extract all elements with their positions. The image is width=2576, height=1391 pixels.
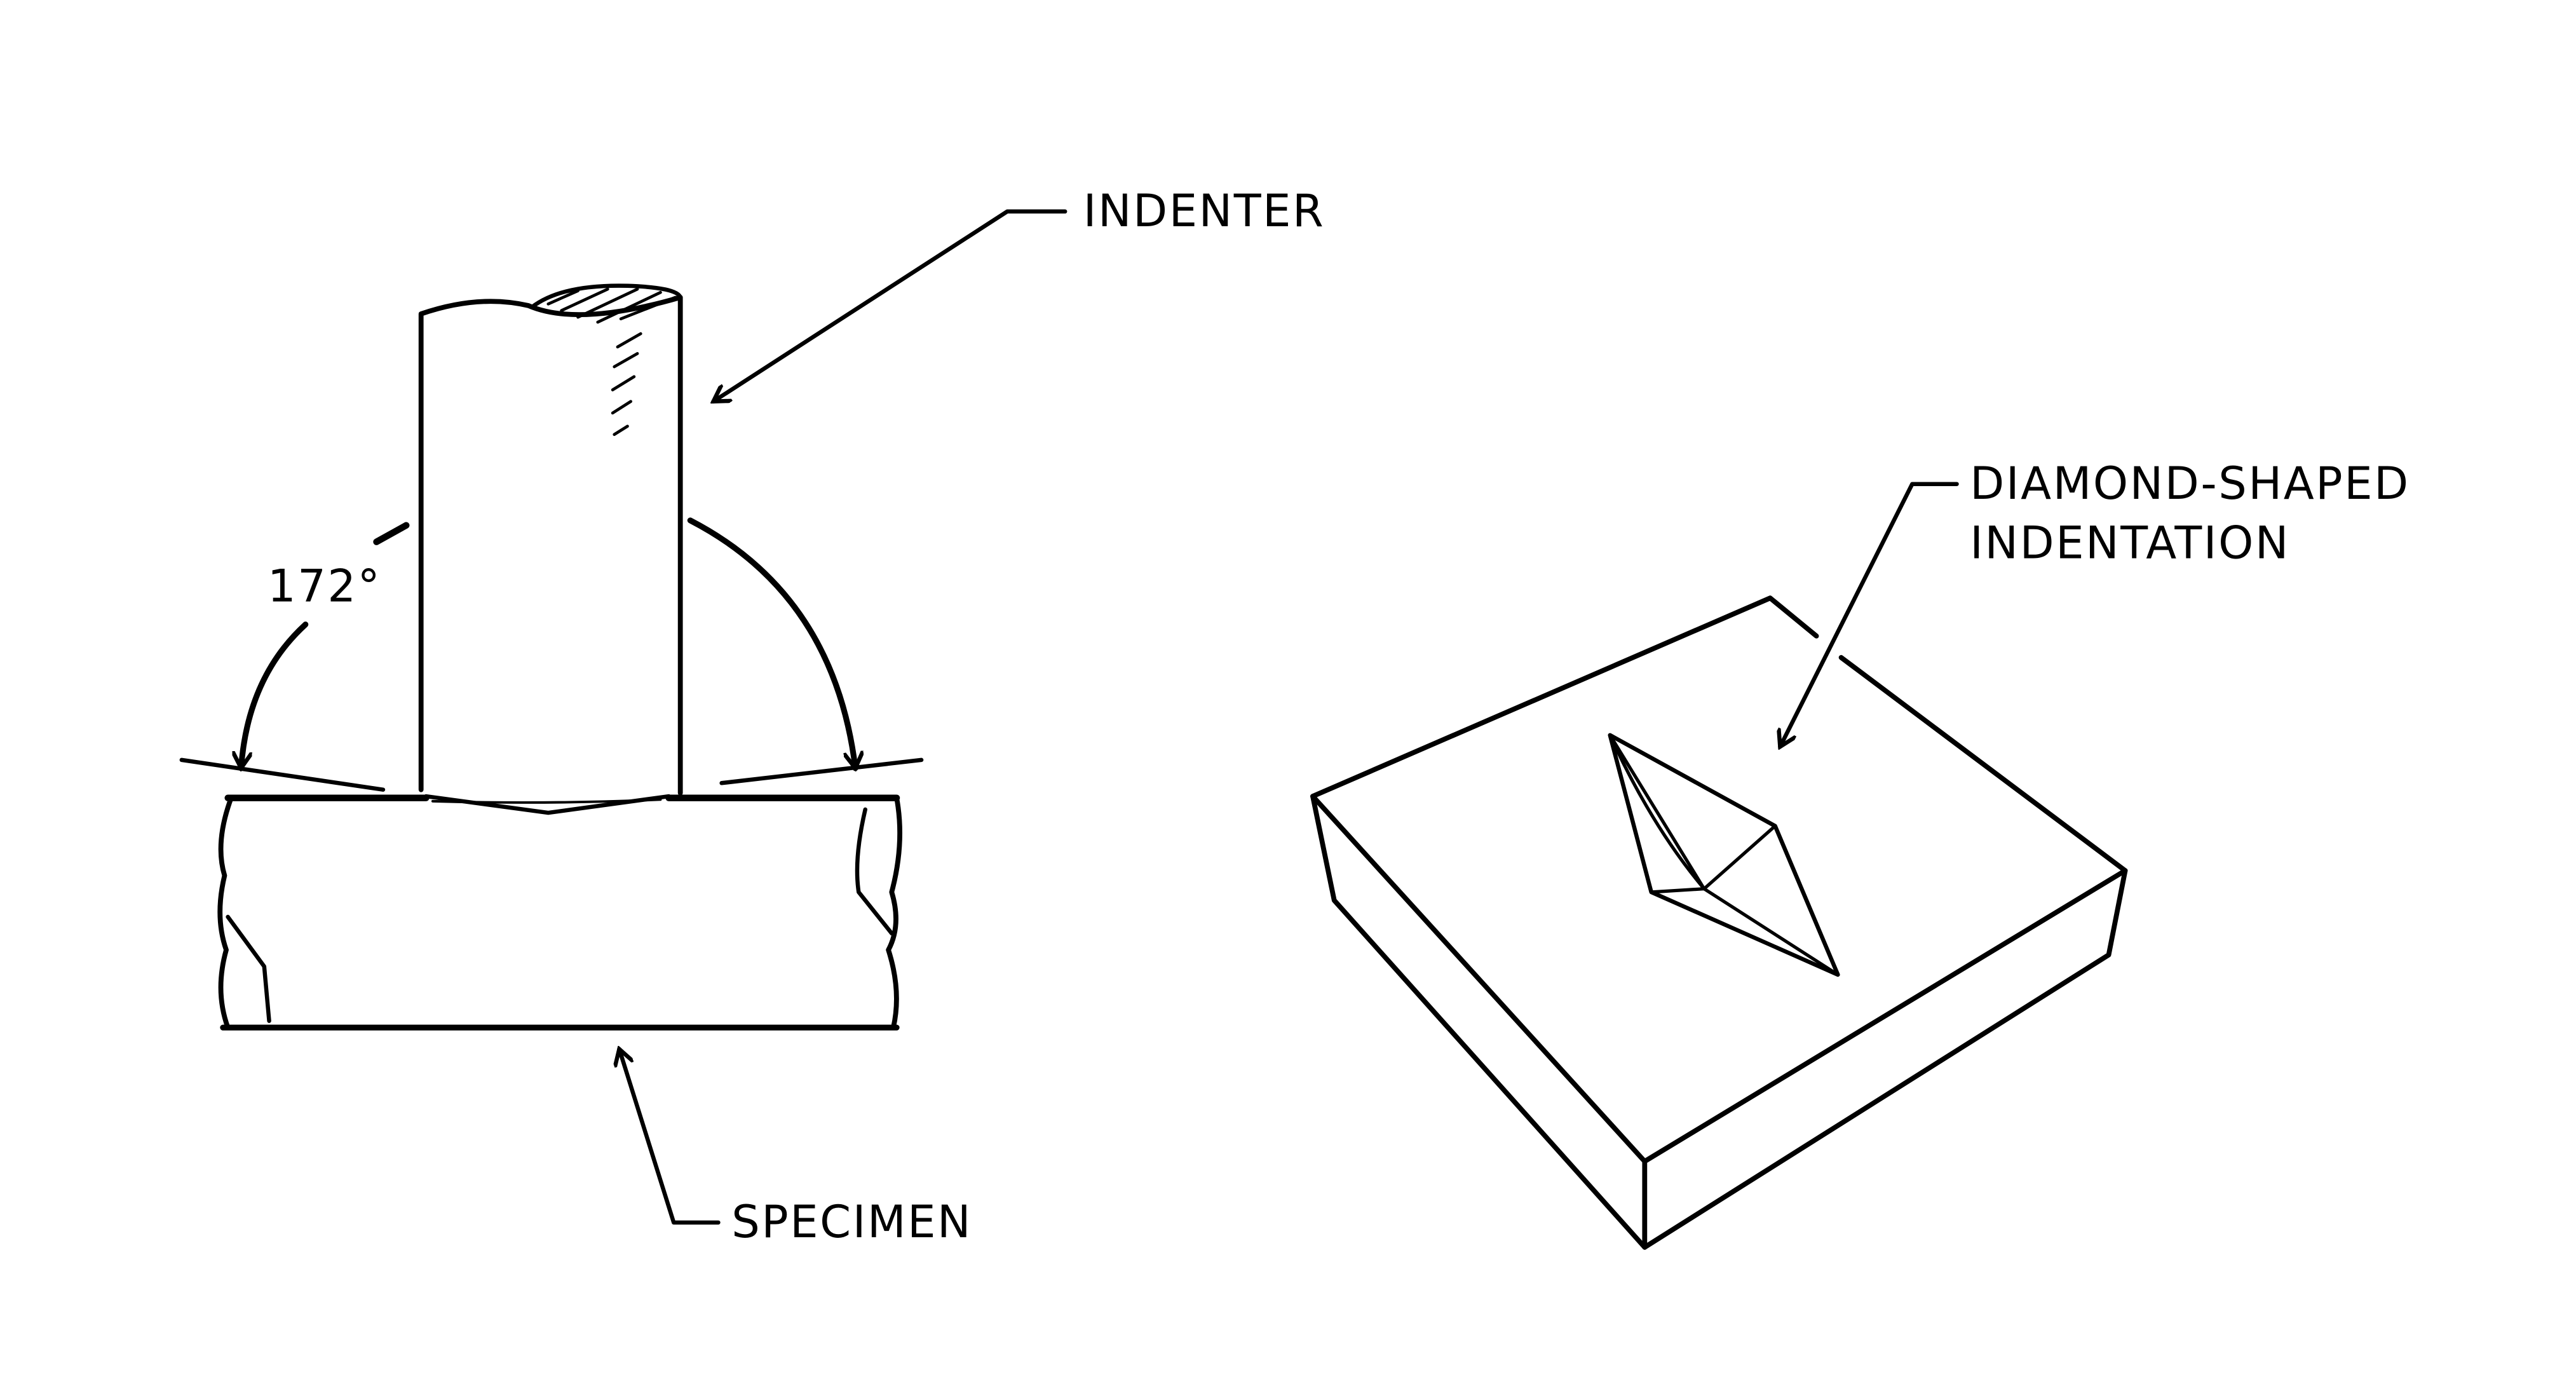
indentation-label-line1: DIAMOND-SHAPED bbox=[1970, 458, 2410, 510]
specimen-plate bbox=[1310, 595, 2128, 1250]
indenter bbox=[418, 283, 683, 796]
indenter-label: INDENTER bbox=[1083, 185, 1325, 237]
diamond-indentation bbox=[1608, 733, 1840, 977]
indenter-callout: INDENTER bbox=[714, 185, 1325, 402]
angle-indicator: 172° bbox=[179, 517, 924, 792]
specimen-label: SPECIMEN bbox=[731, 1196, 972, 1248]
angle-label: 172° bbox=[268, 560, 381, 612]
indentation-label-line2: INDENTATION bbox=[1970, 517, 2290, 569]
specimen-callout: SPECIMEN bbox=[620, 1049, 972, 1248]
specimen-block bbox=[217, 794, 902, 1031]
hatching bbox=[546, 287, 677, 437]
indentation-callout: DIAMOND-SHAPED INDENTATION bbox=[1780, 458, 2410, 747]
